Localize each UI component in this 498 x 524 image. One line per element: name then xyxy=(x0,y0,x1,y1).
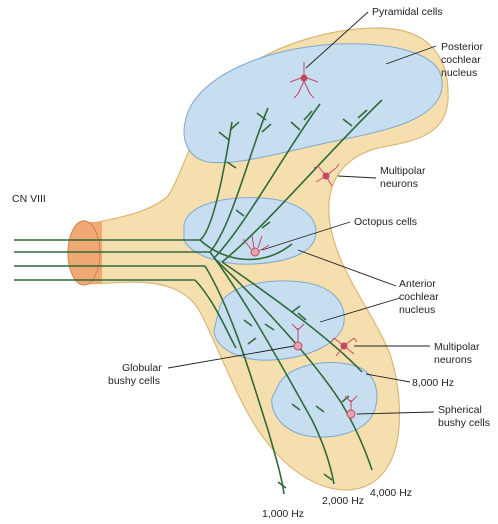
label-cn-viii: CN VIII xyxy=(12,193,46,205)
label-octopus-cells: Octopus cells xyxy=(354,216,417,228)
label-spherical-2: bushy cells xyxy=(438,417,490,429)
label-2000hz: 2,000 Hz xyxy=(322,495,364,507)
label-4000hz: 4,000 Hz xyxy=(370,487,412,499)
label-8000hz: 8,000 Hz xyxy=(412,377,454,389)
label-multipolar-bottom-2: neurons xyxy=(434,354,472,366)
anterior-nucleus-upper-lobe xyxy=(184,198,316,265)
leader-multipolar-top xyxy=(338,176,376,178)
label-posterior-1: Posterior xyxy=(441,41,484,53)
nerve-cut-surface xyxy=(68,221,100,285)
label-posterior-2: cochlear xyxy=(441,54,481,66)
anterior-nucleus-lower-lobe xyxy=(272,363,377,437)
label-anterior-1: Anterior xyxy=(399,278,436,290)
label-multipolar-top-1: Multipolar xyxy=(380,165,426,177)
label-anterior-3: nucleus xyxy=(399,304,435,316)
label-anterior-2: cochlear xyxy=(399,291,439,303)
label-globular-2: bushy cells xyxy=(108,375,160,387)
label-posterior-3: nucleus xyxy=(441,67,477,79)
label-multipolar-top-2: neurons xyxy=(380,178,418,190)
label-globular-1: Globular xyxy=(122,362,162,374)
label-pyramidal-cells: Pyramidal cells xyxy=(372,6,443,18)
label-spherical-1: Spherical xyxy=(438,404,482,416)
label-1000hz: 1,000 Hz xyxy=(262,508,304,520)
label-multipolar-bottom-1: Multipolar xyxy=(434,341,480,353)
